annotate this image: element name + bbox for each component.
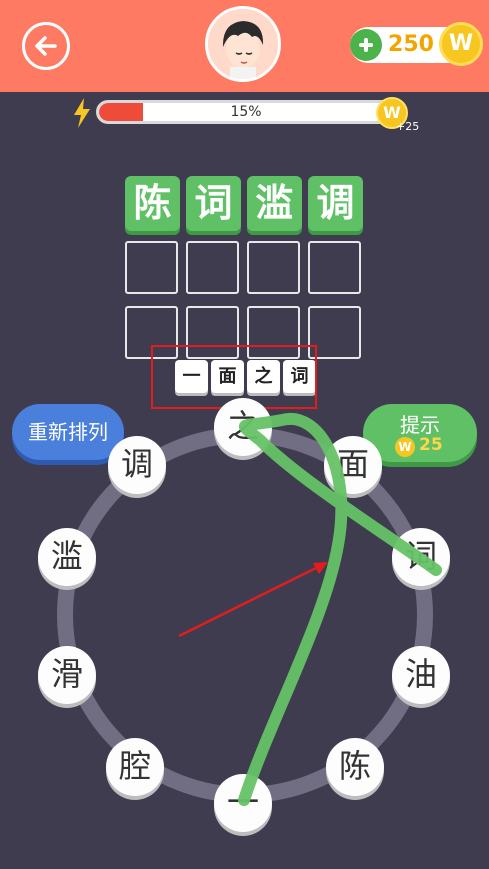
- wheel-letter[interactable]: 滑: [38, 646, 96, 704]
- lightning-icon: [74, 98, 90, 128]
- empty-answer-slot: [247, 241, 300, 294]
- empty-answer-slot: [125, 241, 178, 294]
- avatar[interactable]: [205, 6, 281, 82]
- wheel-letter[interactable]: 面: [324, 436, 382, 494]
- empty-answer-slot: [247, 306, 300, 359]
- empty-answer-slot: [186, 241, 239, 294]
- wheel-letter[interactable]: 陈: [326, 738, 384, 796]
- reward-coin-icon: W: [376, 97, 408, 129]
- reward-bonus: +25: [396, 120, 420, 133]
- answer-tile: 陈: [125, 176, 180, 231]
- level-progress-bar: [96, 100, 396, 124]
- answer-tile: 词: [186, 176, 241, 231]
- empty-answer-slot: [308, 306, 361, 359]
- coin-icon: W: [439, 22, 483, 66]
- add-coins-plus-icon[interactable]: [350, 29, 382, 61]
- wheel-letter[interactable]: 之: [214, 398, 272, 456]
- player-avatar-icon: [208, 9, 278, 79]
- formed-word-tile: 之: [247, 360, 280, 393]
- formed-word-tile: 面: [211, 360, 244, 393]
- arrow-left-icon: [35, 36, 57, 56]
- formed-word-tile: 一: [175, 360, 208, 393]
- shuffle-button[interactable]: 重新排列: [12, 404, 124, 460]
- formed-word-tile: 词: [283, 360, 316, 393]
- empty-answer-slot: [186, 306, 239, 359]
- answer-tile: 调: [308, 176, 363, 231]
- wheel-letter[interactable]: 滥: [38, 528, 96, 586]
- coin-count: 250: [388, 32, 434, 57]
- back-button[interactable]: [22, 22, 70, 70]
- progress-fill: [99, 103, 144, 121]
- answer-tile: 滥: [247, 176, 302, 231]
- wheel-letter[interactable]: 调: [108, 436, 166, 494]
- wheel-letter[interactable]: 一: [214, 774, 272, 832]
- empty-answer-slot: [308, 241, 361, 294]
- wheel-letter[interactable]: 油: [392, 646, 450, 704]
- progress-percent: 15%: [230, 104, 262, 120]
- wheel-letter[interactable]: 腔: [106, 738, 164, 796]
- wheel-letter[interactable]: 词: [392, 528, 450, 586]
